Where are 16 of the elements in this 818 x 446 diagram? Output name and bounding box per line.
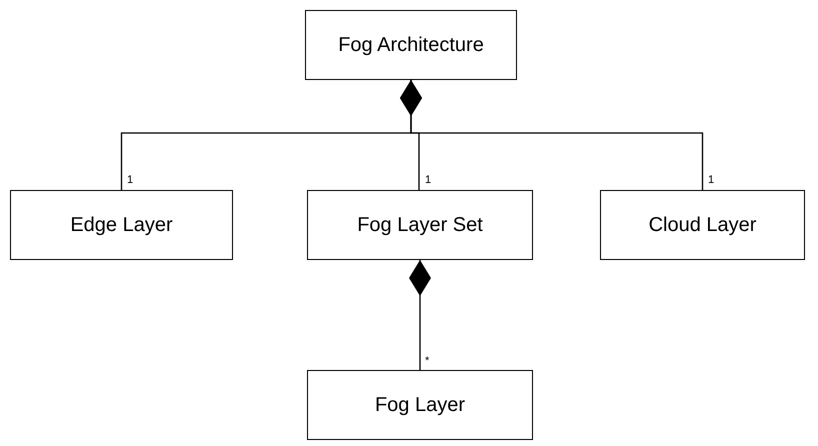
class-name: Cloud Layer [648, 213, 756, 238]
multiplicity-label: 1 [127, 175, 134, 186]
class-box [10, 190, 233, 260]
multiplicity-label: 1 [425, 175, 432, 186]
class-box [600, 190, 805, 260]
multiplicity-label: 1 [708, 175, 714, 186]
composition-line [400, 80, 704, 190]
composition-line [409, 260, 431, 370]
class-name: Edge Layer [70, 213, 173, 238]
class-box [305, 10, 517, 80]
class-name: Fog Layer [374, 393, 466, 418]
class-name: Fog Architecture [338, 33, 484, 58]
multiplicity-label: * [425, 356, 430, 367]
class-box [307, 370, 533, 440]
class-box [307, 190, 533, 260]
class-name: Fog Layer Set [357, 213, 483, 238]
